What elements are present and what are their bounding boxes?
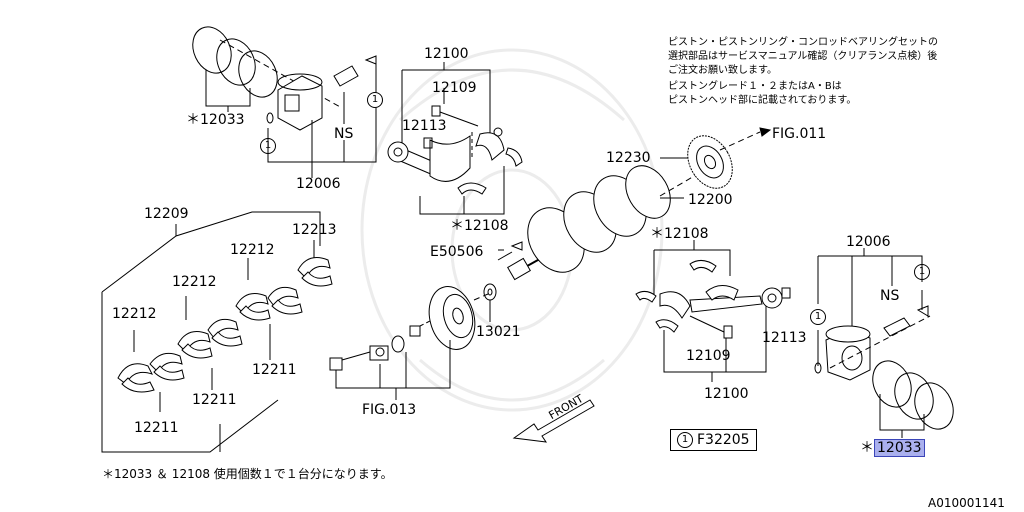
part-12113-top[interactable]: 12113 — [402, 118, 447, 134]
part-e50506[interactable]: E50506 — [430, 244, 484, 260]
main-bearing-shells — [118, 258, 332, 392]
circle-one-icon: 1 — [260, 138, 276, 154]
part-ns-top: NS — [334, 126, 354, 142]
washer — [484, 284, 496, 300]
highlighted-part-12033[interactable]: 12033 — [874, 439, 925, 457]
note-line-4: ピストングレード１・２またはA・Bは — [668, 81, 842, 92]
part-12213[interactable]: 12213 — [292, 222, 337, 238]
part-12033-top[interactable]: ＊12033 — [186, 112, 245, 128]
circle-one-icon: 1 — [914, 264, 930, 280]
bearing-shells-right — [636, 260, 716, 302]
note-line-5: ピストンヘッド部に記載されております。 — [668, 95, 857, 106]
bearing-shells-top — [458, 148, 522, 194]
part-12006-right[interactable]: 12006 — [846, 234, 891, 250]
part-12200[interactable]: 12200 — [688, 192, 733, 208]
part-12230[interactable]: 12230 — [606, 150, 651, 166]
part-12211-a[interactable]: 12211 — [252, 362, 297, 378]
part-12033-bottom-right[interactable]: ＊12033 — [860, 439, 925, 457]
fig011-link[interactable]: FIG.011 — [772, 126, 827, 142]
part-12113-right[interactable]: 12113 — [762, 330, 807, 346]
part-12109-right[interactable]: 12109 — [686, 348, 731, 364]
conrod-bolt-top — [432, 106, 478, 126]
circle-one-icon: 1 — [810, 309, 826, 325]
snap-ring-right — [918, 306, 928, 316]
piston-pin-top-left — [334, 66, 358, 86]
piston-top-left — [278, 74, 322, 130]
clip-left — [267, 113, 273, 123]
part-12209[interactable]: 12209 — [144, 206, 189, 222]
part-ns-right: NS — [880, 288, 900, 304]
part-12211-b[interactable]: 12211 — [192, 392, 237, 408]
note-line-1: ピストン・ピストンリング・コンロッドベアリングセットの — [668, 37, 938, 48]
ref-code: F32205 — [697, 432, 750, 448]
crankshaft — [508, 158, 680, 283]
conrod-right — [660, 285, 790, 318]
front-arrow — [514, 400, 594, 442]
bottom-note: ＊12033 ＆ 12108 使用個数１で１台分になります。 — [102, 467, 393, 481]
piston-rings-top-left — [186, 21, 285, 104]
note-line-3: ご注文お願い致します。 — [668, 65, 777, 76]
clip-right — [815, 363, 821, 373]
asterisk-mark: ＊ — [860, 440, 874, 456]
part-12100-top[interactable]: 12100 — [424, 46, 469, 62]
part-12212-c[interactable]: 12212 — [112, 306, 157, 322]
image-id: A010001141 — [928, 496, 1005, 510]
part-13021[interactable]: 13021 — [476, 324, 521, 340]
circle-one-icon: 1 — [367, 92, 383, 108]
watermark-emblem — [362, 50, 662, 410]
piston-right — [826, 326, 870, 380]
woodruff-key — [512, 242, 522, 250]
part-12212-b[interactable]: 12212 — [172, 274, 217, 290]
part-12108-right[interactable]: ＊12108 — [650, 226, 709, 242]
note-line-2: 選択部品はサービスマニュアル確認（クリアランス点検）後 — [668, 51, 938, 62]
part-12211-c[interactable]: 12211 — [134, 420, 179, 436]
conrod-bolt-right — [690, 316, 732, 338]
part-12100-right[interactable]: 12100 — [704, 386, 749, 402]
selection-note: ピストン・ピストンリング・コンロッドベアリングセットの 選択部品はサービスマニュ… — [668, 36, 938, 108]
piston-pin-right — [884, 318, 910, 336]
conrod-cap-top — [476, 128, 504, 160]
crank-pulley — [422, 281, 481, 354]
part-12108-top[interactable]: ＊12108 — [450, 218, 509, 234]
crank-sprocket — [679, 128, 742, 196]
conrod-top — [388, 136, 470, 181]
fig013-link[interactable]: FIG.013 — [362, 402, 417, 418]
part-12006-top[interactable]: 12006 — [296, 176, 341, 192]
circle-one-icon: 1 — [677, 432, 693, 448]
snap-ring-top-left — [366, 56, 376, 64]
part-12212-a[interactable]: 12212 — [230, 242, 275, 258]
part-12109-top[interactable]: 12109 — [432, 80, 477, 96]
